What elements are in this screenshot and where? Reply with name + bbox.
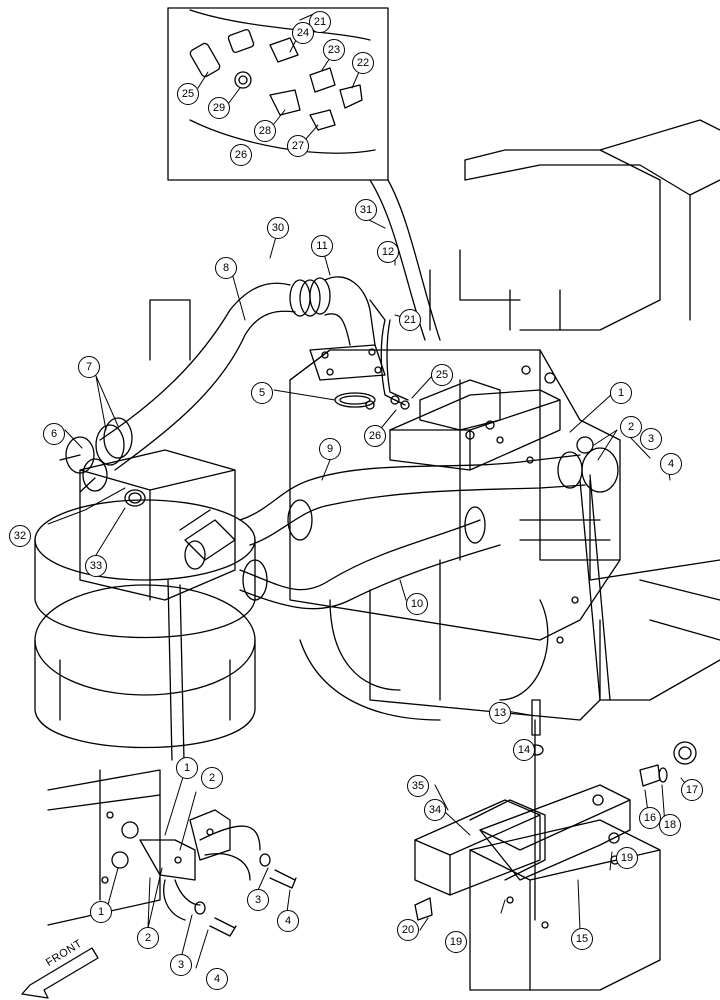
callout-c4b: 4 xyxy=(277,910,299,932)
callout-c22: 22 xyxy=(352,52,374,74)
callout-c2c: 2 xyxy=(137,927,159,949)
callout-c4c: 4 xyxy=(206,968,228,990)
callout-c24: 24 xyxy=(292,22,314,44)
manifold-block xyxy=(79,449,236,601)
detail-bracket-lower-right xyxy=(414,474,697,991)
hose-8 xyxy=(59,276,386,493)
callout-c26a: 26 xyxy=(230,144,252,166)
front-arrow-icon xyxy=(21,947,99,999)
callout-c7: 7 xyxy=(78,356,100,378)
callout-c13: 13 xyxy=(489,702,511,724)
detail-inset xyxy=(167,7,441,341)
background-structure xyxy=(149,119,720,701)
callout-c17: 17 xyxy=(681,779,703,801)
callout-c14: 14 xyxy=(513,739,535,761)
callout-c1b: 1 xyxy=(176,757,198,779)
callout-c20: 20 xyxy=(397,919,419,941)
callout-c9: 9 xyxy=(319,438,341,460)
elbow-flange xyxy=(309,344,386,408)
callout-c26b: 26 xyxy=(364,425,386,447)
callout-c3a: 3 xyxy=(640,428,662,450)
callout-c27: 27 xyxy=(287,135,309,157)
solenoid-valve xyxy=(389,365,561,471)
callout-c30: 30 xyxy=(267,217,289,239)
callout-c34: 34 xyxy=(424,799,446,821)
callout-c16: 16 xyxy=(639,807,661,829)
callout-c2b: 2 xyxy=(201,767,223,789)
pilot-tube xyxy=(380,319,410,410)
callout-c8: 8 xyxy=(215,257,237,279)
callout-c5: 5 xyxy=(251,382,273,404)
callout-c4a: 4 xyxy=(660,453,682,475)
callout-c25a: 25 xyxy=(177,83,199,105)
callout-c11: 11 xyxy=(311,235,333,257)
callout-c32: 32 xyxy=(9,525,31,547)
callout-c18: 18 xyxy=(659,814,681,836)
callout-c6: 6 xyxy=(43,423,65,445)
callout-c31: 31 xyxy=(355,199,377,221)
callout-c10: 10 xyxy=(406,593,428,615)
swing-motor-housing xyxy=(34,499,256,749)
callout-c12: 12 xyxy=(377,241,399,263)
detail-flanges-lower-left xyxy=(47,579,297,937)
callout-c35: 35 xyxy=(407,775,429,797)
hose-10 xyxy=(179,506,501,610)
callout-c21b: 21 xyxy=(399,309,421,331)
callout-c2a: 2 xyxy=(620,416,642,438)
callout-c21a: 21 xyxy=(309,11,331,33)
callout-c3c: 3 xyxy=(170,954,192,976)
callout-c15: 15 xyxy=(571,928,593,950)
callout-c23: 23 xyxy=(323,39,345,61)
callout-c1a: 1 xyxy=(610,382,632,404)
callout-c19a: 19 xyxy=(616,847,638,869)
callout-c3b: 3 xyxy=(247,889,269,911)
callout-c29: 29 xyxy=(208,97,230,119)
callout-c28: 28 xyxy=(254,120,276,142)
control-valve-body xyxy=(289,349,621,721)
callout-c19b: 19 xyxy=(445,931,467,953)
callout-c33: 33 xyxy=(85,555,107,577)
callout-c25b: 25 xyxy=(431,364,453,386)
hose-9 xyxy=(239,436,619,546)
callout-c1c: 1 xyxy=(90,901,112,923)
